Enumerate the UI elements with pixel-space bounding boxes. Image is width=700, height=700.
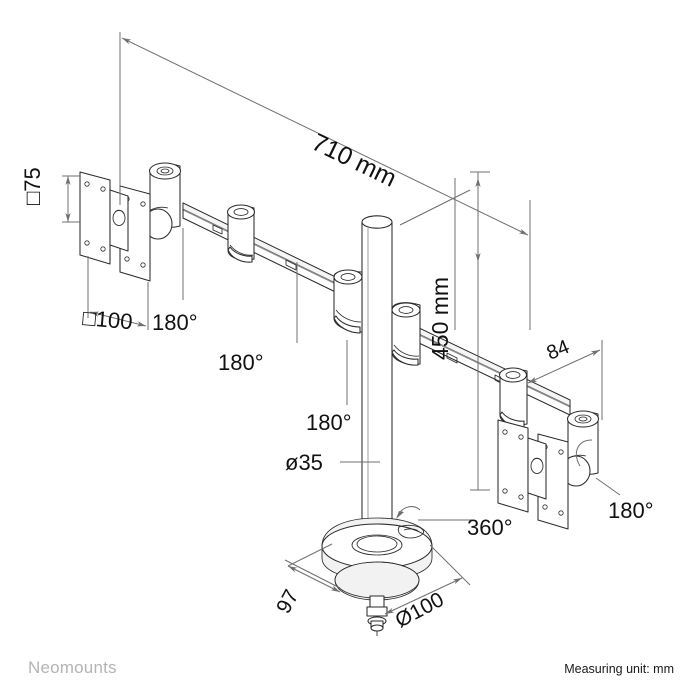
right-vesa-plate	[497, 419, 569, 530]
label-pole-diameter: ø35	[285, 450, 323, 475]
dimension-line-100	[89, 311, 147, 327]
rotation-arrow-head	[396, 511, 404, 519]
label-angle-center: 180°	[306, 410, 352, 435]
label-offset-84: 84	[544, 336, 573, 365]
dimension-line-base-100	[384, 577, 463, 615]
label-total-width: 710 mm	[307, 128, 400, 193]
dimension-line-710	[121, 37, 529, 236]
label-angle-left-lower: 180°	[218, 350, 264, 375]
label-vesa-75: □75	[20, 167, 45, 205]
right-head-joint	[561, 410, 600, 487]
dimension-line-97	[287, 565, 341, 593]
left-mid-joint	[226, 204, 256, 263]
label-base-rotation: 360°	[467, 515, 513, 540]
desk-base	[321, 517, 433, 581]
rotation-arrow-arc	[397, 506, 421, 517]
label-total-height: 450 mm	[427, 277, 453, 360]
center-pole-assembly	[321, 215, 433, 636]
label-vesa-100: □100	[82, 305, 134, 334]
right-arm-assembly	[391, 302, 600, 530]
dimension-line-84	[527, 349, 601, 384]
right-mid-joint	[498, 367, 528, 428]
dimension-layer	[62, 32, 621, 615]
label-base-depth: 97	[272, 586, 303, 617]
label-angle-left-upper: 180°	[152, 310, 198, 335]
upper-pole-collar	[333, 269, 363, 334]
measuring-unit-note: Measuring unit: mm	[564, 662, 674, 676]
lower-pole-collar	[391, 302, 421, 366]
left-vesa-plate	[79, 171, 151, 282]
brand-logo: Neomounts	[28, 658, 117, 677]
product-illustration	[79, 162, 600, 636]
label-angle-right: 180°	[608, 498, 654, 523]
leader-angle-4-arc	[576, 439, 593, 467]
leader-angle-4	[595, 477, 621, 496]
